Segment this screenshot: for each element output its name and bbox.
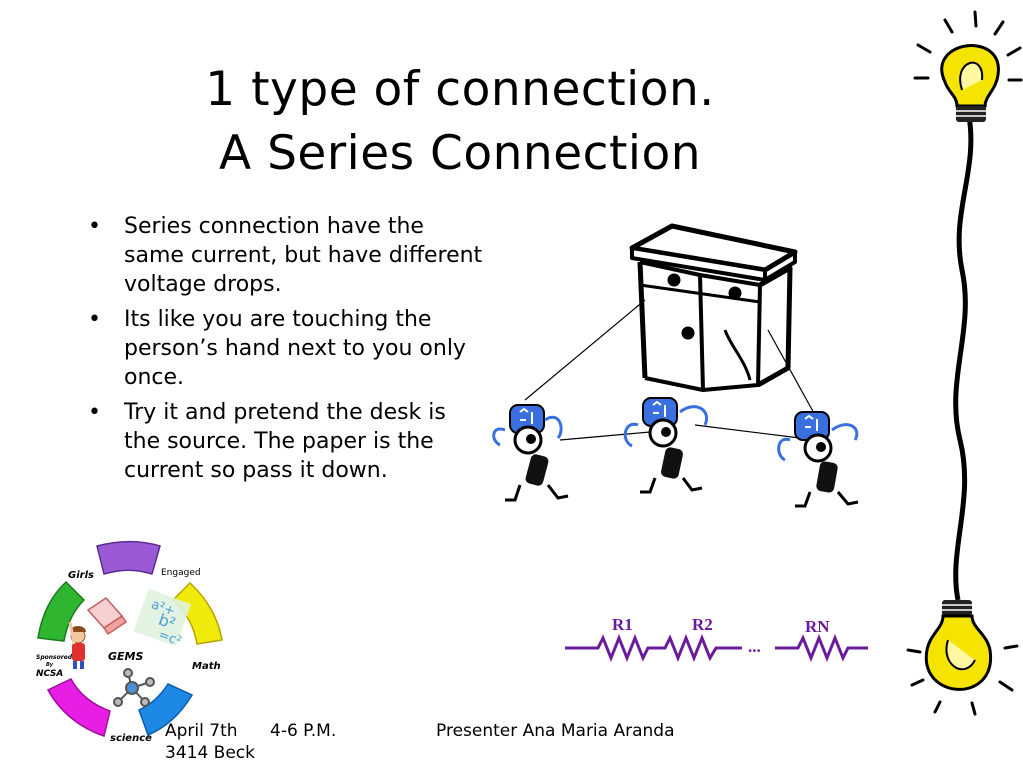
logo-label-engaged: Engaged (161, 568, 201, 578)
logo-label-by: By (46, 662, 54, 668)
lightbulb-icon (913, 10, 1023, 122)
logo-label-science: science (110, 733, 152, 744)
logo-label-girls: Girls (68, 570, 94, 581)
logo-label-ncsa: NCSA (36, 669, 63, 679)
girl-icon (68, 621, 86, 669)
svg-text:=c²: =c² (156, 627, 183, 649)
resistor-series-diagram: R1 R2 ... RN (565, 615, 868, 663)
logo-label-math: Math (192, 661, 221, 672)
figure-right (777, 411, 859, 508)
laptop-icon (86, 597, 128, 636)
bullet-item: Try it and pretend the desk is the sourc… (88, 398, 488, 485)
logo-label-gems: GEMS (108, 650, 143, 663)
footer-presenter: Presenter Ana Maria Aranda (436, 721, 675, 741)
resistor-label-r2: R2 (692, 615, 713, 634)
resistor-label-rn: RN (805, 617, 830, 636)
gems-logo: Girls Engaged Math science GEMS Sponsore… (36, 540, 223, 744)
svg-text:b²: b² (156, 610, 178, 634)
title-line-2: A Series Connection (218, 126, 701, 181)
wire-vine (953, 109, 974, 601)
molecule-icon (113, 668, 155, 707)
footer-date: April 7th (165, 721, 238, 741)
logo-label-sponsored: Sponsored (36, 654, 73, 661)
bullet-item: Series connection have the same current,… (88, 212, 488, 299)
resistor-label-ellipsis: ... (748, 637, 761, 656)
bullet-list: Series connection have the same current,… (88, 212, 488, 491)
resistor-label-r1: R1 (612, 615, 633, 634)
figure-left (492, 404, 569, 502)
footer-time: 4-6 P.M. (270, 721, 337, 741)
footer-date-room: April 7th 3414 Beck (165, 720, 255, 764)
lightbulb-icon (906, 600, 1019, 716)
title-line-1: 1 type of connection. (205, 62, 715, 117)
footer-room: 3414 Beck (165, 743, 255, 763)
formula-icon: a²+ b² =c² (133, 588, 192, 649)
connection-lines (524, 299, 816, 441)
desk-drawing (629, 223, 798, 392)
bullet-item: Its like you are touching the person’s h… (88, 305, 488, 392)
figure-middle (623, 397, 709, 494)
slide-title: 1 type of connection. A Series Connectio… (140, 58, 780, 186)
